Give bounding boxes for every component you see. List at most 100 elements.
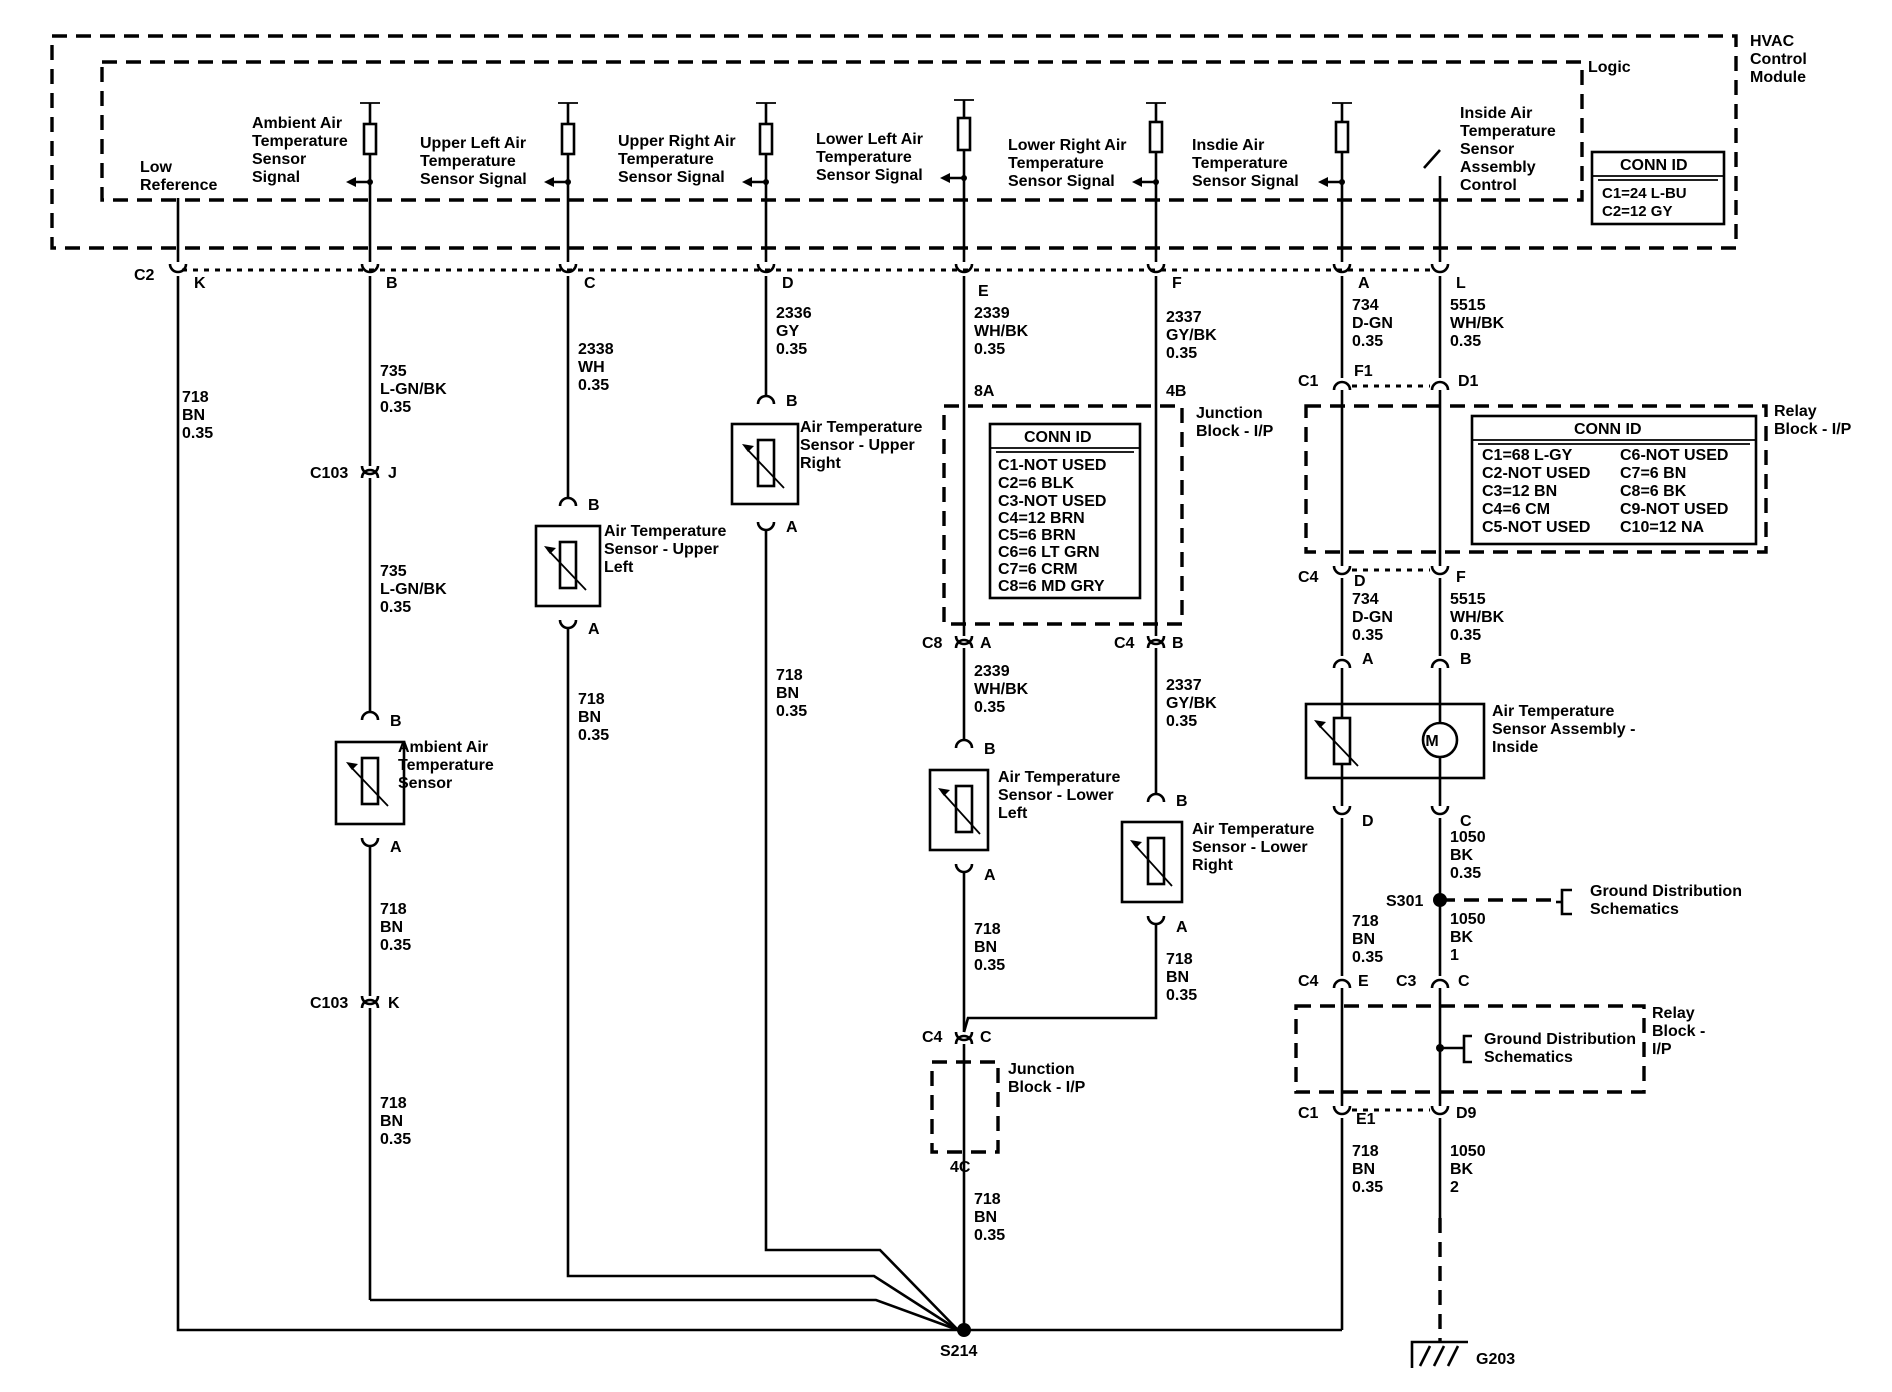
logic-label: Logic (1588, 59, 1631, 76)
module-title: HVAC Control Module (1750, 33, 1811, 86)
svg-text:A: A (588, 621, 600, 638)
upper-left-signal-label: Upper Left Air Temperature Sensor Signal (420, 135, 531, 188)
svg-text:C: C (980, 1029, 992, 1046)
module-conn-line: C1=24 L-BU (1602, 185, 1687, 202)
svg-text:D9: D9 (1456, 1105, 1477, 1122)
junction-conn-header: CONN ID (1024, 429, 1092, 446)
ground-dist-label-a: Ground Distribution Schematics (1590, 883, 1746, 918)
svg-text:A: A (1362, 651, 1374, 668)
relay-block-lower-label: Relay Block - I/P (1652, 1005, 1710, 1058)
svg-text:F1: F1 (1354, 363, 1373, 380)
module-conn-id-box (1590, 150, 1726, 226)
ground-g203-label: G203 (1476, 1351, 1515, 1368)
junction-conn-id-box (988, 422, 1142, 600)
svg-text:C4: C4 (1298, 973, 1319, 990)
ground-dist-label-b: Ground Distribution Schematics (1484, 1031, 1640, 1066)
svg-text:B: B (390, 713, 402, 730)
upper-right-signal-label: Upper Right Air Temperature Sensor Signa… (618, 133, 740, 186)
svg-text:A: A (984, 867, 996, 884)
svg-text:A: A (390, 839, 402, 856)
hvac-module-boundary (50, 34, 1738, 250)
svg-text:C4: C4 (1298, 569, 1319, 586)
svg-text:D: D (1362, 813, 1374, 830)
inline-connectors (360, 380, 1450, 1116)
inside-sensor-label: Air Temperature Sensor Assembly - Inside (1492, 703, 1640, 756)
svg-text:C1: C1 (1298, 1105, 1319, 1122)
logic-boundary (100, 60, 1584, 202)
svg-text:C8: C8 (922, 635, 943, 652)
pin-c2: C2 (134, 267, 155, 284)
svg-text:C: C (1460, 813, 1472, 830)
svg-text:B: B (786, 393, 798, 410)
motor-icon (1421, 721, 1459, 759)
splice-s214-label: S214 (940, 1343, 977, 1360)
sensor-lower-right (1120, 792, 1184, 926)
relay-conn-left: C1=68 L-GY C2-NOT USED C3=12 BN C4=6 CM … (1482, 447, 1595, 536)
ambient-sensor-label: Ambient Air Temperature Sensor (398, 739, 498, 792)
module-connector-pins (168, 263, 1450, 274)
low-reference-label: Low Reference (140, 159, 217, 194)
sensor-lower-left (928, 738, 990, 874)
relay-conn-id-box (1470, 414, 1758, 546)
sensor-pin-letters: B A B A B A B A B A A B D C (390, 393, 1472, 936)
inside-signal-label: Insdie Air Temperature Sensor Signal (1192, 137, 1299, 190)
splice-s301-label: S301 (1386, 893, 1423, 910)
svg-text:B: B (984, 741, 996, 758)
svg-text:B: B (1172, 635, 1184, 652)
junction-conn-lines: C1-NOT USED C2=6 BLK C3-NOT USED C4=12 B… (998, 457, 1111, 595)
pin-d: D (782, 275, 794, 292)
ground-g203-icon (1410, 1340, 1468, 1368)
sensor-inside (1304, 702, 1486, 780)
sensor-ambient (334, 710, 406, 848)
pin-b: B (386, 275, 398, 292)
pin-8a: 8A (974, 383, 995, 400)
svg-text:C3: C3 (1396, 973, 1417, 990)
pin-k: K (194, 275, 206, 292)
junction-block-lower (930, 1060, 1000, 1154)
svg-text:E: E (1358, 973, 1369, 990)
svg-text:B: B (1460, 651, 1472, 668)
upper-left-sensor-label: Air Temperature Sensor - Upper Left (604, 523, 731, 576)
splice-s214 (957, 1323, 971, 1337)
svg-text:C4: C4 (1114, 635, 1135, 652)
relay-block-label: Relay Block - I/P (1774, 403, 1852, 438)
svg-text:K: K (388, 995, 400, 1012)
connector-labels: C103 J C103 K C8 A C4 B C4 C C1 F1 D1 C4… (310, 363, 1479, 1128)
svg-text:D: D (1354, 573, 1366, 590)
lower-left-signal-label: Lower Left Air Temperature Sensor Signal (816, 131, 927, 184)
svg-text:D1: D1 (1458, 373, 1479, 390)
svg-text:A: A (1176, 919, 1188, 936)
inside-control-label: Inside Air Temperature Sensor Assembly C… (1460, 105, 1560, 194)
lower-right-signal-label: Lower Right Air Temperature Sensor Signa… (1008, 137, 1131, 190)
relay-conn-right: C6-NOT USED C7=6 BN C8=6 BK C9-NOT USED … (1620, 447, 1733, 536)
svg-text:A: A (786, 519, 798, 536)
svg-text:E1: E1 (1356, 1111, 1376, 1128)
pin-4c: 4C (950, 1159, 971, 1176)
junction-block-lower-label: Junction Block - I/P (1008, 1061, 1086, 1096)
svg-text:J: J (388, 465, 397, 482)
junction-block-label: Junction Block - I/P (1196, 405, 1274, 440)
